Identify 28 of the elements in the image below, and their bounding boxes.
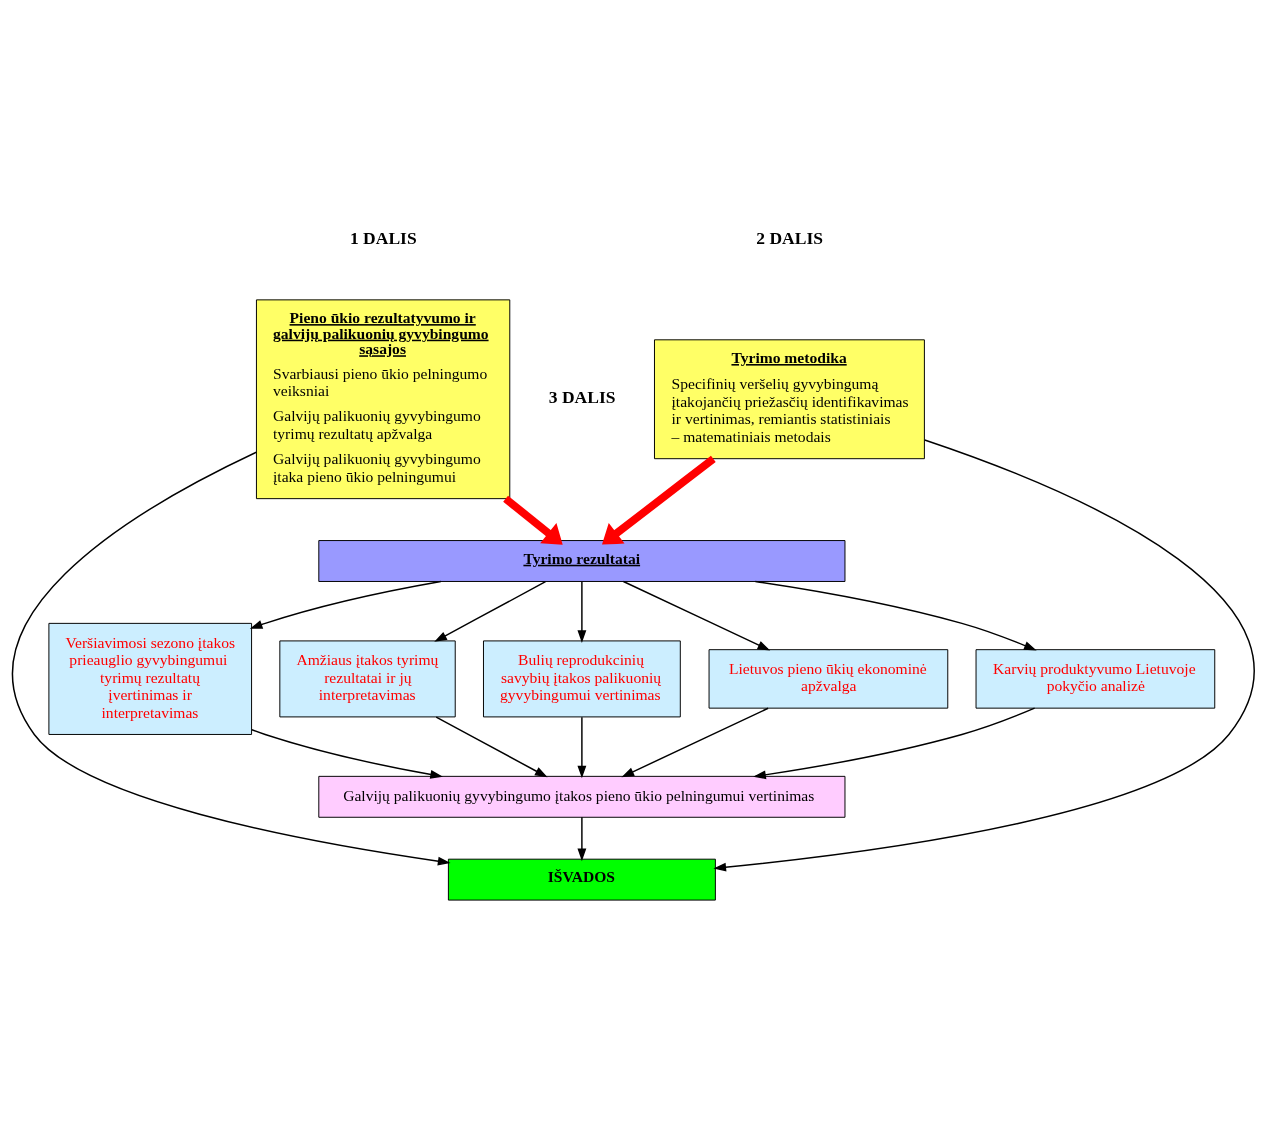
- arrow: [713, 438, 1255, 872]
- arrow: [602, 455, 716, 545]
- node-box: Veršiavimosi sezono įtakos prieauglio gyvybingumui tyrimų rezultatų įvertinimas ir interpretavimas: [48, 622, 253, 735]
- arrow: [622, 580, 771, 651]
- arrow: [503, 495, 563, 545]
- arrow: [577, 816, 587, 861]
- node-box: Galvijų palikuonių gyvybingumo įtakos pieno ūkio pelningumui vertinimas: [318, 775, 846, 818]
- label: 1 DALIS: [349, 227, 417, 248]
- arrow: [753, 706, 1036, 779]
- arrow: [577, 580, 587, 643]
- node-box: Tyrimo metodika Specifinių veršelių gyvybingumą įtakojančių priežasčių identifikavimas ir vertinimas, remiantis statistiniais – matematiniais metodais: [654, 338, 925, 459]
- arrow: [754, 580, 1037, 651]
- node-box: Bulių reprodukcinių savybių įtakos palikuonių gyvybingumui vertinimas: [483, 639, 681, 717]
- node-box: Tyrimo rezultatai: [318, 539, 846, 582]
- node-box: Lietuvos pieno ūkių ekonominė apžvalga: [708, 648, 949, 709]
- node-box: IŠVADOS: [447, 858, 716, 901]
- arrow: [621, 707, 769, 777]
- label: 2 DALIS: [756, 227, 823, 248]
- arrow: [249, 580, 442, 629]
- node-box: Amžiaus įtakos tyrimų rezultatai ir jų interpretavimas: [279, 639, 456, 717]
- node-box: Pieno ūkio rezultatyvumo ir galvijų palikuonių gyvybingumo sąsajos Svarbiausi pieno ūkio pelningumo veiksniai Galvijų palikuonių gyvybingumo tyrimų rezultatų apžvalga Galvijų palikuonių gyvybingumo įtaka pieno ūkio pelningumui: [255, 298, 511, 499]
- arrow: [434, 580, 547, 642]
- arrow: [251, 728, 443, 779]
- node-box: Karvių produktyvumo Lietuvoje pokyčio analizė: [975, 648, 1216, 709]
- label: 3 DALIS: [548, 386, 616, 407]
- arrow: [577, 716, 587, 778]
- arrow: [435, 715, 548, 777]
- arrow: [11, 451, 451, 866]
